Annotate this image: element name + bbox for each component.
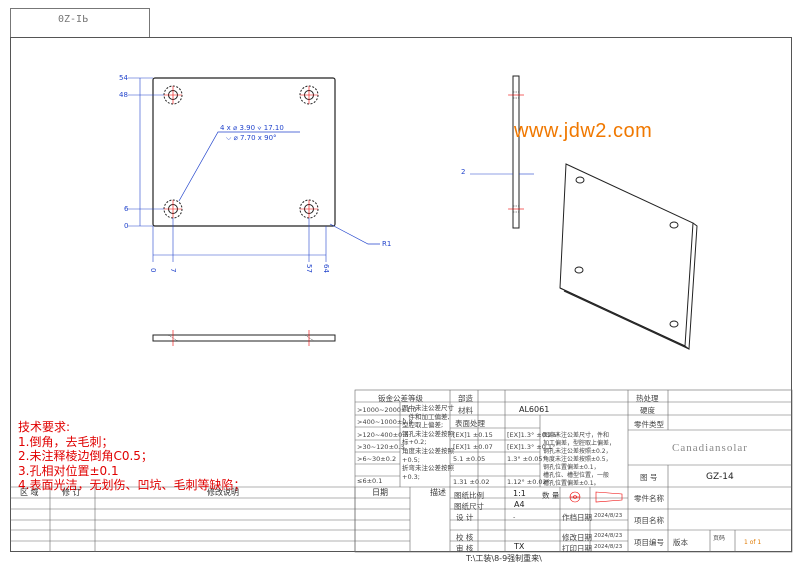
- file-path: T:\工装\8-9强制重来\: [466, 554, 542, 563]
- label-quantity: 数 量: [542, 491, 560, 500]
- tolerance-row-3: >120~400±0.5: [357, 431, 409, 439]
- label-heat-treatment: 热处理: [636, 394, 659, 403]
- label-scale: 图纸比例: [454, 491, 484, 500]
- label-print-date: 打印日期: [562, 544, 592, 553]
- dim-48: 48: [119, 91, 128, 99]
- tolerance-row-6: ≤6±0.1: [357, 477, 383, 485]
- label-hardness: 硬度: [640, 406, 655, 415]
- label-page: 页码: [713, 535, 726, 542]
- modify-date: 2024/8/23: [594, 533, 623, 539]
- sheet-number: 1 of 1: [744, 539, 762, 546]
- label-project-name: 项目名称: [634, 516, 664, 525]
- company-name: Canadiansolar: [672, 442, 748, 454]
- watermark: www.jdw2.com: [514, 120, 653, 142]
- tech-note-4: 4.表面光洁，无划伤、凹坑、毛刺等缺陷；: [18, 478, 246, 492]
- machining-row-2: [EX]1 ±0.07: [453, 443, 493, 451]
- dim-thickness: 2: [461, 168, 465, 176]
- machining-notes: 图中未注公差尺寸，件和加工偏差，型腔取上偏差，钢孔未注公差按照±0.2， 角度未…: [543, 432, 616, 487]
- bottom-view: [152, 330, 336, 346]
- dim-6: 6: [124, 205, 129, 213]
- material-value: AL6061: [519, 405, 550, 414]
- machining-angle-4: 1.12° ±0.02°: [507, 478, 550, 486]
- machining-row-4: 1.31 ±0.02: [453, 478, 490, 486]
- dim-radius: R1: [382, 240, 391, 248]
- projection-symbol-icon: [569, 491, 623, 503]
- tech-notes-title: 技术要求:: [18, 420, 71, 434]
- tech-note-2: 2.未注释棱边倒角C0.5；: [18, 449, 153, 463]
- label-drawing-no: 图 号: [640, 473, 658, 482]
- hole-bottom-left: [163, 199, 183, 219]
- isometric-view: [559, 163, 698, 350]
- dim-x64: 64: [322, 264, 330, 273]
- rev-header-date: 日期: [372, 488, 388, 497]
- label-check: 校 核: [456, 533, 474, 542]
- design-value: -: [513, 513, 516, 521]
- paper-size-value: A4: [514, 500, 525, 509]
- hole-top-right: [299, 85, 319, 105]
- machining-row-1: [EX]1 ±0.15: [453, 431, 493, 439]
- machining-angle-1: [EX]1.3° ±0.25°: [507, 431, 560, 439]
- dim-x7: 7: [169, 268, 177, 272]
- machining-angle-2: [EX]1.3° ±0.1°: [507, 443, 556, 451]
- label-project-no: 项目编号: [634, 538, 664, 547]
- hole-callout-line2: ⌵ ⌀ 7.70 x 90°: [226, 134, 277, 142]
- label-part-name: 零件名称: [634, 494, 664, 503]
- tech-note-3: 3.孔相对位置±0.1: [18, 463, 119, 478]
- radius-leader: [329, 223, 380, 245]
- dim-x57: 57: [305, 264, 313, 273]
- tolerance-row-5: >6~30±0.2: [357, 455, 397, 463]
- hole-callout-line1: 4 x ⌀ 3.90 ⩒ 17.10: [220, 124, 284, 132]
- label-material: 材料: [458, 406, 473, 415]
- tech-note-1: 1.倒角，去毛刺；: [18, 434, 114, 449]
- rev-header-description: 修改说明: [207, 488, 239, 497]
- reviewer-value: TX: [514, 542, 525, 551]
- label-paper-size: 图纸尺寸: [454, 502, 484, 511]
- machining-row-3: 5.1 ±0.05: [453, 455, 486, 463]
- dim-0: 0: [124, 222, 128, 230]
- label-part-type: 零件类型: [634, 420, 664, 429]
- label-assembly: 部造: [458, 394, 473, 403]
- hole-bottom-right: [299, 199, 319, 219]
- create-date: 2024/8/23: [594, 513, 623, 519]
- side-view: [470, 75, 534, 229]
- label-modify-date: 修改日期: [562, 533, 592, 542]
- label-review: 审 核: [456, 544, 474, 553]
- drawing-frame: [10, 37, 792, 552]
- label-create-date: 作档日期: [562, 513, 592, 522]
- rev-header-zone: 区 域: [20, 488, 39, 497]
- title-block-grid: [10, 389, 793, 553]
- horizontal-dimensions: [152, 218, 327, 262]
- scale-value: 1:1: [513, 489, 526, 498]
- hole-callout-leader: [178, 131, 300, 202]
- label-version: 版本: [673, 538, 688, 547]
- tolerance-notes: 图中未注公差尺寸，件和加工偏差,型腔取上偏差; 钢孔未注公差按照标+0.2;角度…: [402, 404, 454, 481]
- dim-54: 54: [119, 74, 128, 82]
- corner-label: 0Z-IЬ: [58, 14, 89, 25]
- print-date: 2024/8/23: [594, 544, 623, 550]
- label-surface: 表面处理: [455, 419, 485, 428]
- rev-header-revision: 修 订: [62, 488, 81, 497]
- label-design: 设 计: [456, 513, 474, 522]
- vertical-dimensions: [128, 77, 164, 227]
- hole-top-left: [163, 85, 183, 105]
- drawing-number: GZ-14: [706, 472, 734, 482]
- front-view: [128, 77, 380, 262]
- rev-header-note: 描述: [430, 488, 446, 497]
- tolerance-row-4: >30~120±0.3: [357, 443, 405, 451]
- technical-requirements: 技术要求: 1.倒角，去毛刺； 2.未注释棱边倒角C0.5； 3.孔相对位置±0…: [18, 420, 245, 493]
- tolerance-row-1: >1000~2000±1.0: [357, 406, 417, 414]
- dim-x0: 0: [149, 268, 157, 272]
- tolerance-header: 钣金公差等级: [378, 394, 423, 403]
- machining-angle-3: 1.3° ±0.05°: [507, 455, 546, 463]
- tolerance-row-2: >400~1000±0.8: [357, 418, 413, 426]
